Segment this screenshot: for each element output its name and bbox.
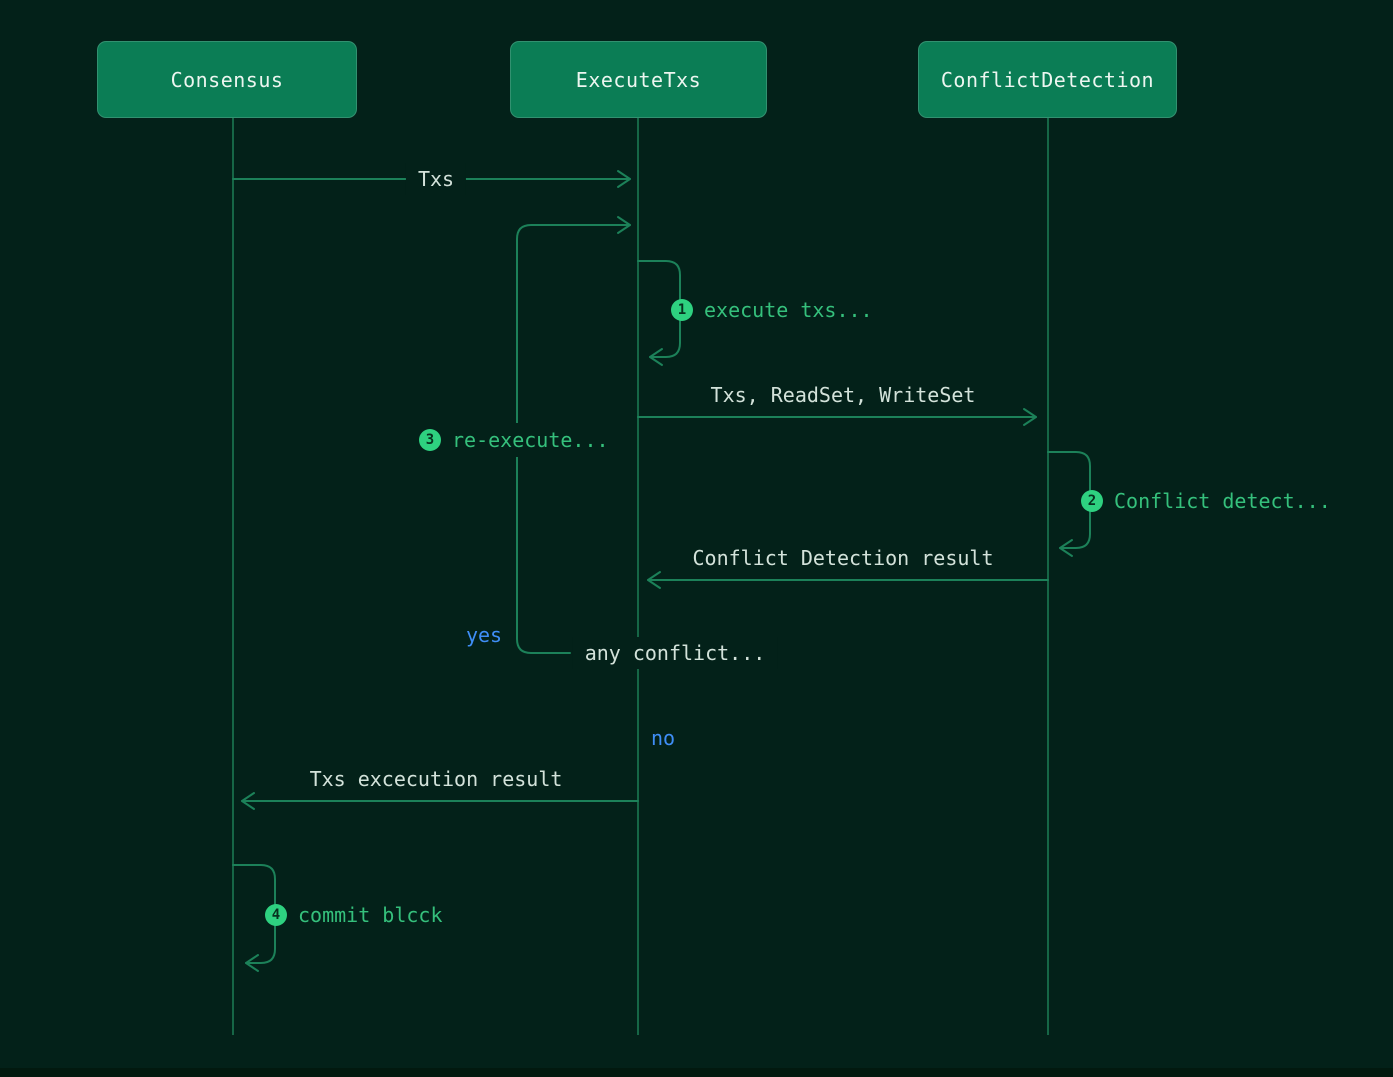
selfcall-conflict-detect-label: Conflict detect... <box>1114 489 1331 513</box>
step-4-badge-icon: 4 <box>265 904 287 926</box>
re-execute-loop-arrowhead-icon <box>617 216 631 234</box>
participant-label-executetxs: ExecuteTxs <box>575 67 702 92</box>
selfcall-conflict-detect: 2 Conflict detect... <box>1081 489 1331 513</box>
message-label-txs-readset-writeset: Txs, ReadSet, WriteSet <box>710 383 976 407</box>
selfcall-commit-block-label: commit blcck <box>298 903 443 927</box>
participant-label-consensus: Consensus <box>170 67 284 92</box>
readset-writeset-arrowhead-icon <box>1023 408 1037 426</box>
branch-label-yes: yes <box>465 623 503 647</box>
participant-box-executetxs: ExecuteTxs <box>510 41 767 118</box>
step-1-badge-icon: 1 <box>671 299 693 321</box>
message-label-txs: Txs <box>405 163 467 195</box>
bottom-border-strip <box>0 1068 1393 1077</box>
conflict-result-arrowhead-icon <box>647 571 661 589</box>
selfcall-execute-txs: 1 execute txs... <box>671 298 873 322</box>
message-label-txs-execution-result: Txs excecution result <box>309 767 563 791</box>
selfcall-commit-block: 4 commit blcck <box>265 903 443 927</box>
branch-label-no: no <box>650 726 676 750</box>
conflict-detect-arrowhead-icon <box>1059 539 1073 557</box>
selfcall-re-execute: 3 re-execute... <box>412 423 616 457</box>
execute-txs-arrowhead-icon <box>649 348 663 366</box>
participant-label-conflictdetection: ConflictDetection <box>940 67 1155 92</box>
participant-box-conflictdetection: ConflictDetection <box>918 41 1177 118</box>
message-label-any-conflict: any conflict... <box>572 637 778 669</box>
lifelines <box>232 118 1049 1035</box>
execution-result-arrowhead-icon <box>241 792 255 810</box>
txs-arrowhead-icon <box>617 170 631 188</box>
step-2-badge-icon: 2 <box>1081 490 1103 512</box>
message-label-conflict-detection-result: Conflict Detection result <box>692 546 994 570</box>
selfcall-execute-txs-label: execute txs... <box>704 298 873 322</box>
step-3-badge-icon: 3 <box>419 429 441 451</box>
commit-block-arrowhead-icon <box>245 954 259 972</box>
selfcall-re-execute-label: re-execute... <box>452 428 609 452</box>
participant-box-consensus: Consensus <box>97 41 357 118</box>
